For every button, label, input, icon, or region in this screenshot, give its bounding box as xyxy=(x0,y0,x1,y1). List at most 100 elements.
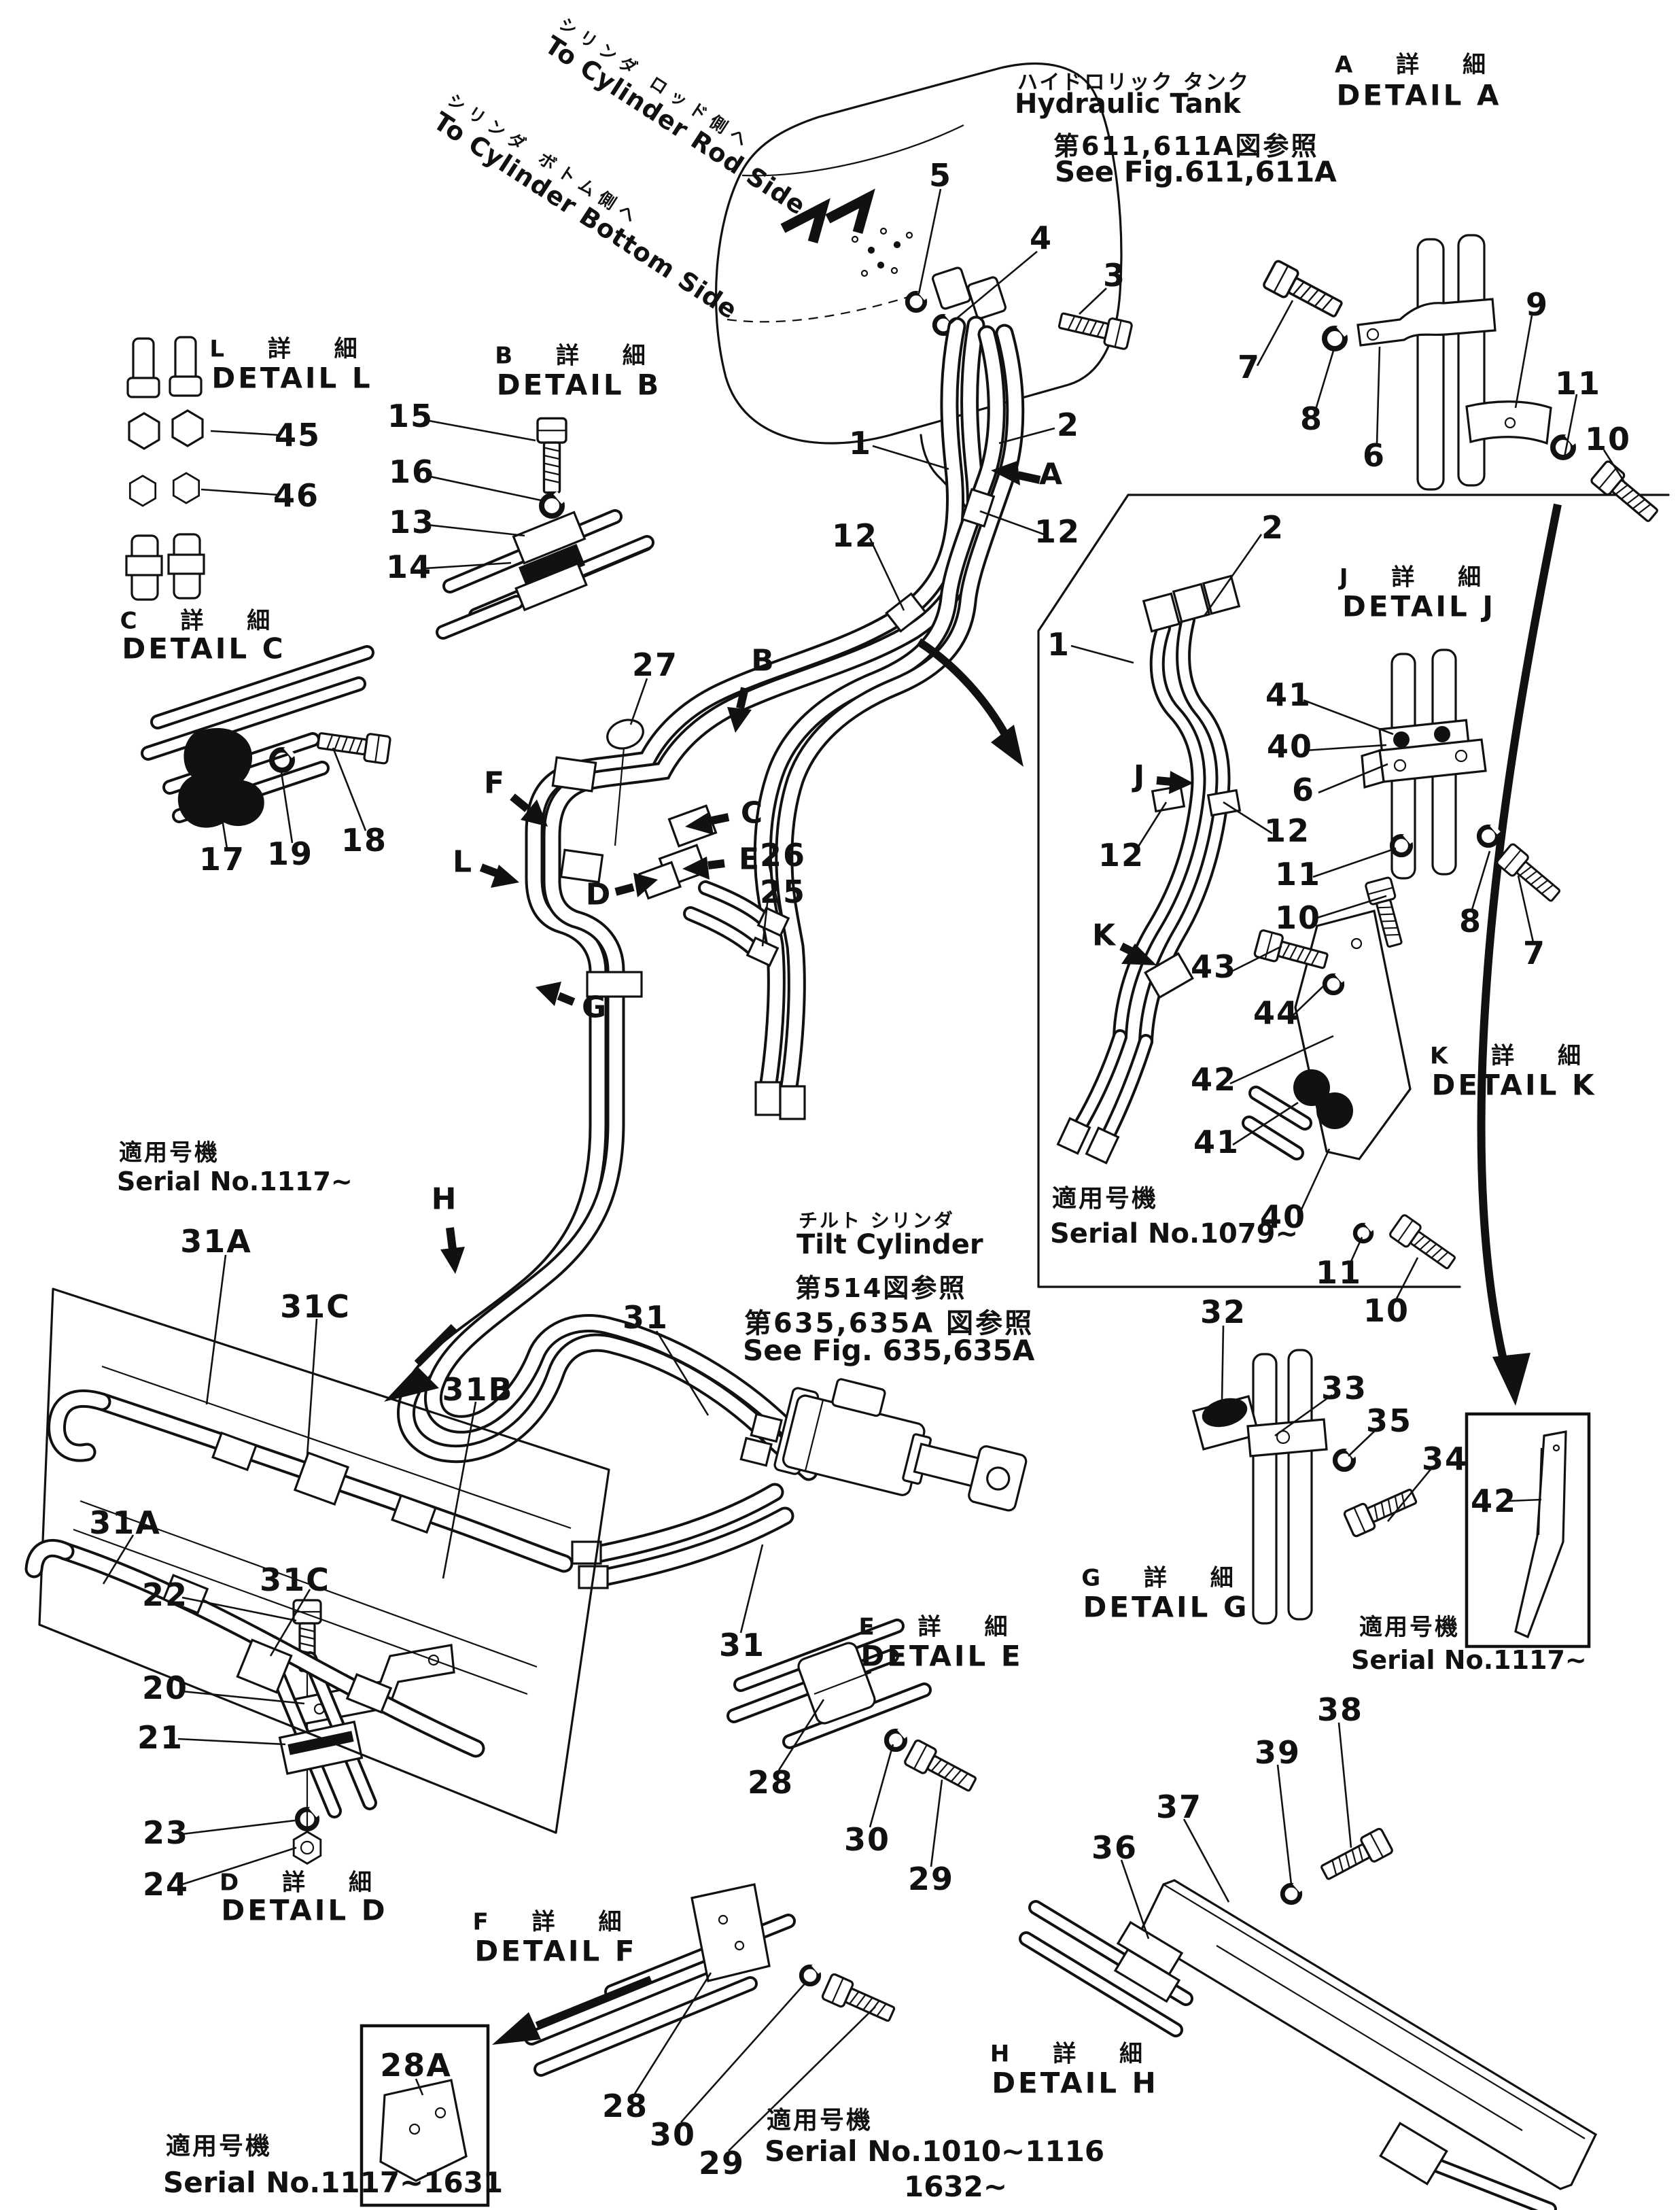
part-callout-42: 42 xyxy=(1470,1483,1518,1519)
part-callout-28A: 28A xyxy=(380,2047,452,2084)
part-callout-1: 1 xyxy=(848,425,873,462)
detail-title-en-E: DETAIL E xyxy=(860,1639,1023,1673)
part-callout-12: 12 xyxy=(1034,513,1081,550)
detail-title-en-B: DETAIL B xyxy=(496,368,662,402)
part-callout-29: 29 xyxy=(698,2145,746,2181)
detail-h-drawing xyxy=(1019,1827,1598,2210)
part-callout-45: 45 xyxy=(274,417,321,453)
serial-1117-inset-en: Serial No.1117~ xyxy=(117,1167,353,1196)
serial-1117-42-jp: 適用号機 xyxy=(1359,1614,1460,1641)
tilt-fig-ref-en: See Fig. 635,635A xyxy=(743,1334,1035,1367)
detail-c-drawing xyxy=(141,645,392,828)
detail-k-drawing xyxy=(1242,910,1460,1275)
detail-title-jp-E: E 詳 細 xyxy=(858,1613,1026,1641)
part-callout-27: 27 xyxy=(631,646,679,683)
part-callout-6: 6 xyxy=(1362,437,1386,474)
flow-marker-K: K xyxy=(1091,918,1116,953)
arrow-to-j-panel xyxy=(916,638,1010,738)
detail-title-jp-L: L 詳 細 xyxy=(209,335,375,363)
part-callout-12: 12 xyxy=(831,517,879,554)
tilt-cylinder-en: Tilt Cylinder xyxy=(797,1229,983,1260)
serial-1117-1631-jp: 適用号機 xyxy=(166,2133,273,2160)
part-callout-43: 43 xyxy=(1190,948,1238,985)
detail-title-en-H: DETAIL H xyxy=(992,2066,1159,2100)
part-callout-4: 4 xyxy=(1029,220,1053,256)
flow-marker-J: J xyxy=(1133,759,1145,794)
tank-fitting-cluster xyxy=(907,266,1134,351)
to-cylinder-rod-side-jp: シリンダ ロッド側へ xyxy=(555,14,757,154)
part-callout-11: 11 xyxy=(1315,1254,1363,1291)
part-callout-46: 46 xyxy=(273,477,320,514)
part-callout-10: 10 xyxy=(1584,421,1632,457)
detail-title-jp-K: K 詳 細 xyxy=(1429,1042,1599,1070)
part-callout-31C: 31C xyxy=(280,1288,351,1325)
detail-a-drawing xyxy=(1261,234,1663,528)
part-callout-41: 41 xyxy=(1193,1124,1240,1160)
part-callout-6: 6 xyxy=(1291,772,1316,808)
serial-1010-jp: 適用号機 xyxy=(767,2107,873,2135)
part-callout-39: 39 xyxy=(1254,1734,1301,1771)
part-callout-31A: 31A xyxy=(180,1223,252,1260)
part-callout-10: 10 xyxy=(1274,899,1322,936)
serial-1117-42-en: Serial No.1117~ xyxy=(1351,1645,1587,1675)
inset-panel-31 xyxy=(24,1288,610,1834)
part-callout-40: 40 xyxy=(1266,728,1314,765)
flow-marker-A: A xyxy=(1038,457,1063,492)
part-callout-15: 15 xyxy=(387,398,434,434)
tank-fig-ref-jp: 第611,611A図参照 xyxy=(1053,131,1319,161)
detail-title-jp-G: G 詳 細 xyxy=(1081,1564,1251,1592)
part-callout-3: 3 xyxy=(1102,257,1127,294)
part-callout-9: 9 xyxy=(1525,286,1550,323)
flow-marker-arrows xyxy=(440,461,1193,1274)
flow-marker-D: D xyxy=(585,877,611,912)
detail-title-jp-J: J 詳 細 xyxy=(1339,564,1499,591)
tilt-cylinder-jp: チルト シリンダ xyxy=(799,1209,955,1232)
part-callout-42: 42 xyxy=(1190,1061,1238,1098)
part-callout-12: 12 xyxy=(1098,837,1145,874)
part-callout-17: 17 xyxy=(198,841,246,878)
part-callout-32: 32 xyxy=(1200,1294,1247,1330)
detail-title-jp-B: B 詳 細 xyxy=(495,342,663,370)
part-callout-37: 37 xyxy=(1155,1789,1203,1825)
part-callout-11: 11 xyxy=(1554,365,1602,402)
part-callout-29: 29 xyxy=(907,1861,955,1897)
detail-j-drawing xyxy=(1361,649,1565,950)
part-callout-7: 7 xyxy=(1522,935,1547,971)
part-callout-13: 13 xyxy=(388,504,436,540)
flow-marker-E: E xyxy=(738,842,760,877)
part-callout-31B: 31B xyxy=(442,1371,514,1408)
part-callout-18: 18 xyxy=(340,822,388,859)
hydraulic-tank-outline xyxy=(714,62,1123,526)
part-callout-34: 34 xyxy=(1421,1440,1469,1477)
flow-marker-G: G xyxy=(581,990,607,1025)
part-callout-7: 7 xyxy=(1237,349,1261,385)
part-callout-35: 35 xyxy=(1365,1402,1413,1439)
detail-title-en-G: DETAIL G xyxy=(1083,1590,1250,1624)
detail-title-en-F: DETAIL F xyxy=(474,1934,637,1968)
tilt-fig-ref-1: 第514図参照 xyxy=(795,1273,967,1303)
part-callout-31: 31 xyxy=(622,1299,669,1336)
inset-panel-jk xyxy=(1037,494,1670,1406)
tilt-fig-ref-2: 第635,635A 図参照 xyxy=(744,1308,1034,1339)
part-callout-2: 2 xyxy=(1261,509,1285,546)
flow-marker-F: F xyxy=(483,765,505,801)
part-callout-11: 11 xyxy=(1274,856,1322,893)
flow-marker-L: L xyxy=(452,844,472,880)
part-callout-2: 2 xyxy=(1056,407,1081,443)
serial-1079-jp: 適用号機 xyxy=(1052,1185,1159,1213)
part-callout-30: 30 xyxy=(649,2116,697,2153)
detail-title-en-L: DETAIL L xyxy=(211,361,373,395)
inset-box-42 xyxy=(1465,1412,1591,1648)
main-piping xyxy=(397,315,1025,1481)
detail-title-en-D: DETAIL D xyxy=(221,1893,388,1927)
detail-e-drawing xyxy=(727,1619,981,1798)
part-callout-8: 8 xyxy=(1299,400,1324,437)
part-callout-24: 24 xyxy=(142,1866,190,1903)
part-callout-25: 25 xyxy=(759,874,807,910)
flow-marker-C: C xyxy=(740,795,763,831)
leader-lines xyxy=(102,188,1627,2152)
part-callout-26: 26 xyxy=(759,837,807,874)
part-callout-19: 19 xyxy=(266,835,314,872)
serial-1010-en: Serial No.1010~1116 xyxy=(765,2135,1105,2168)
